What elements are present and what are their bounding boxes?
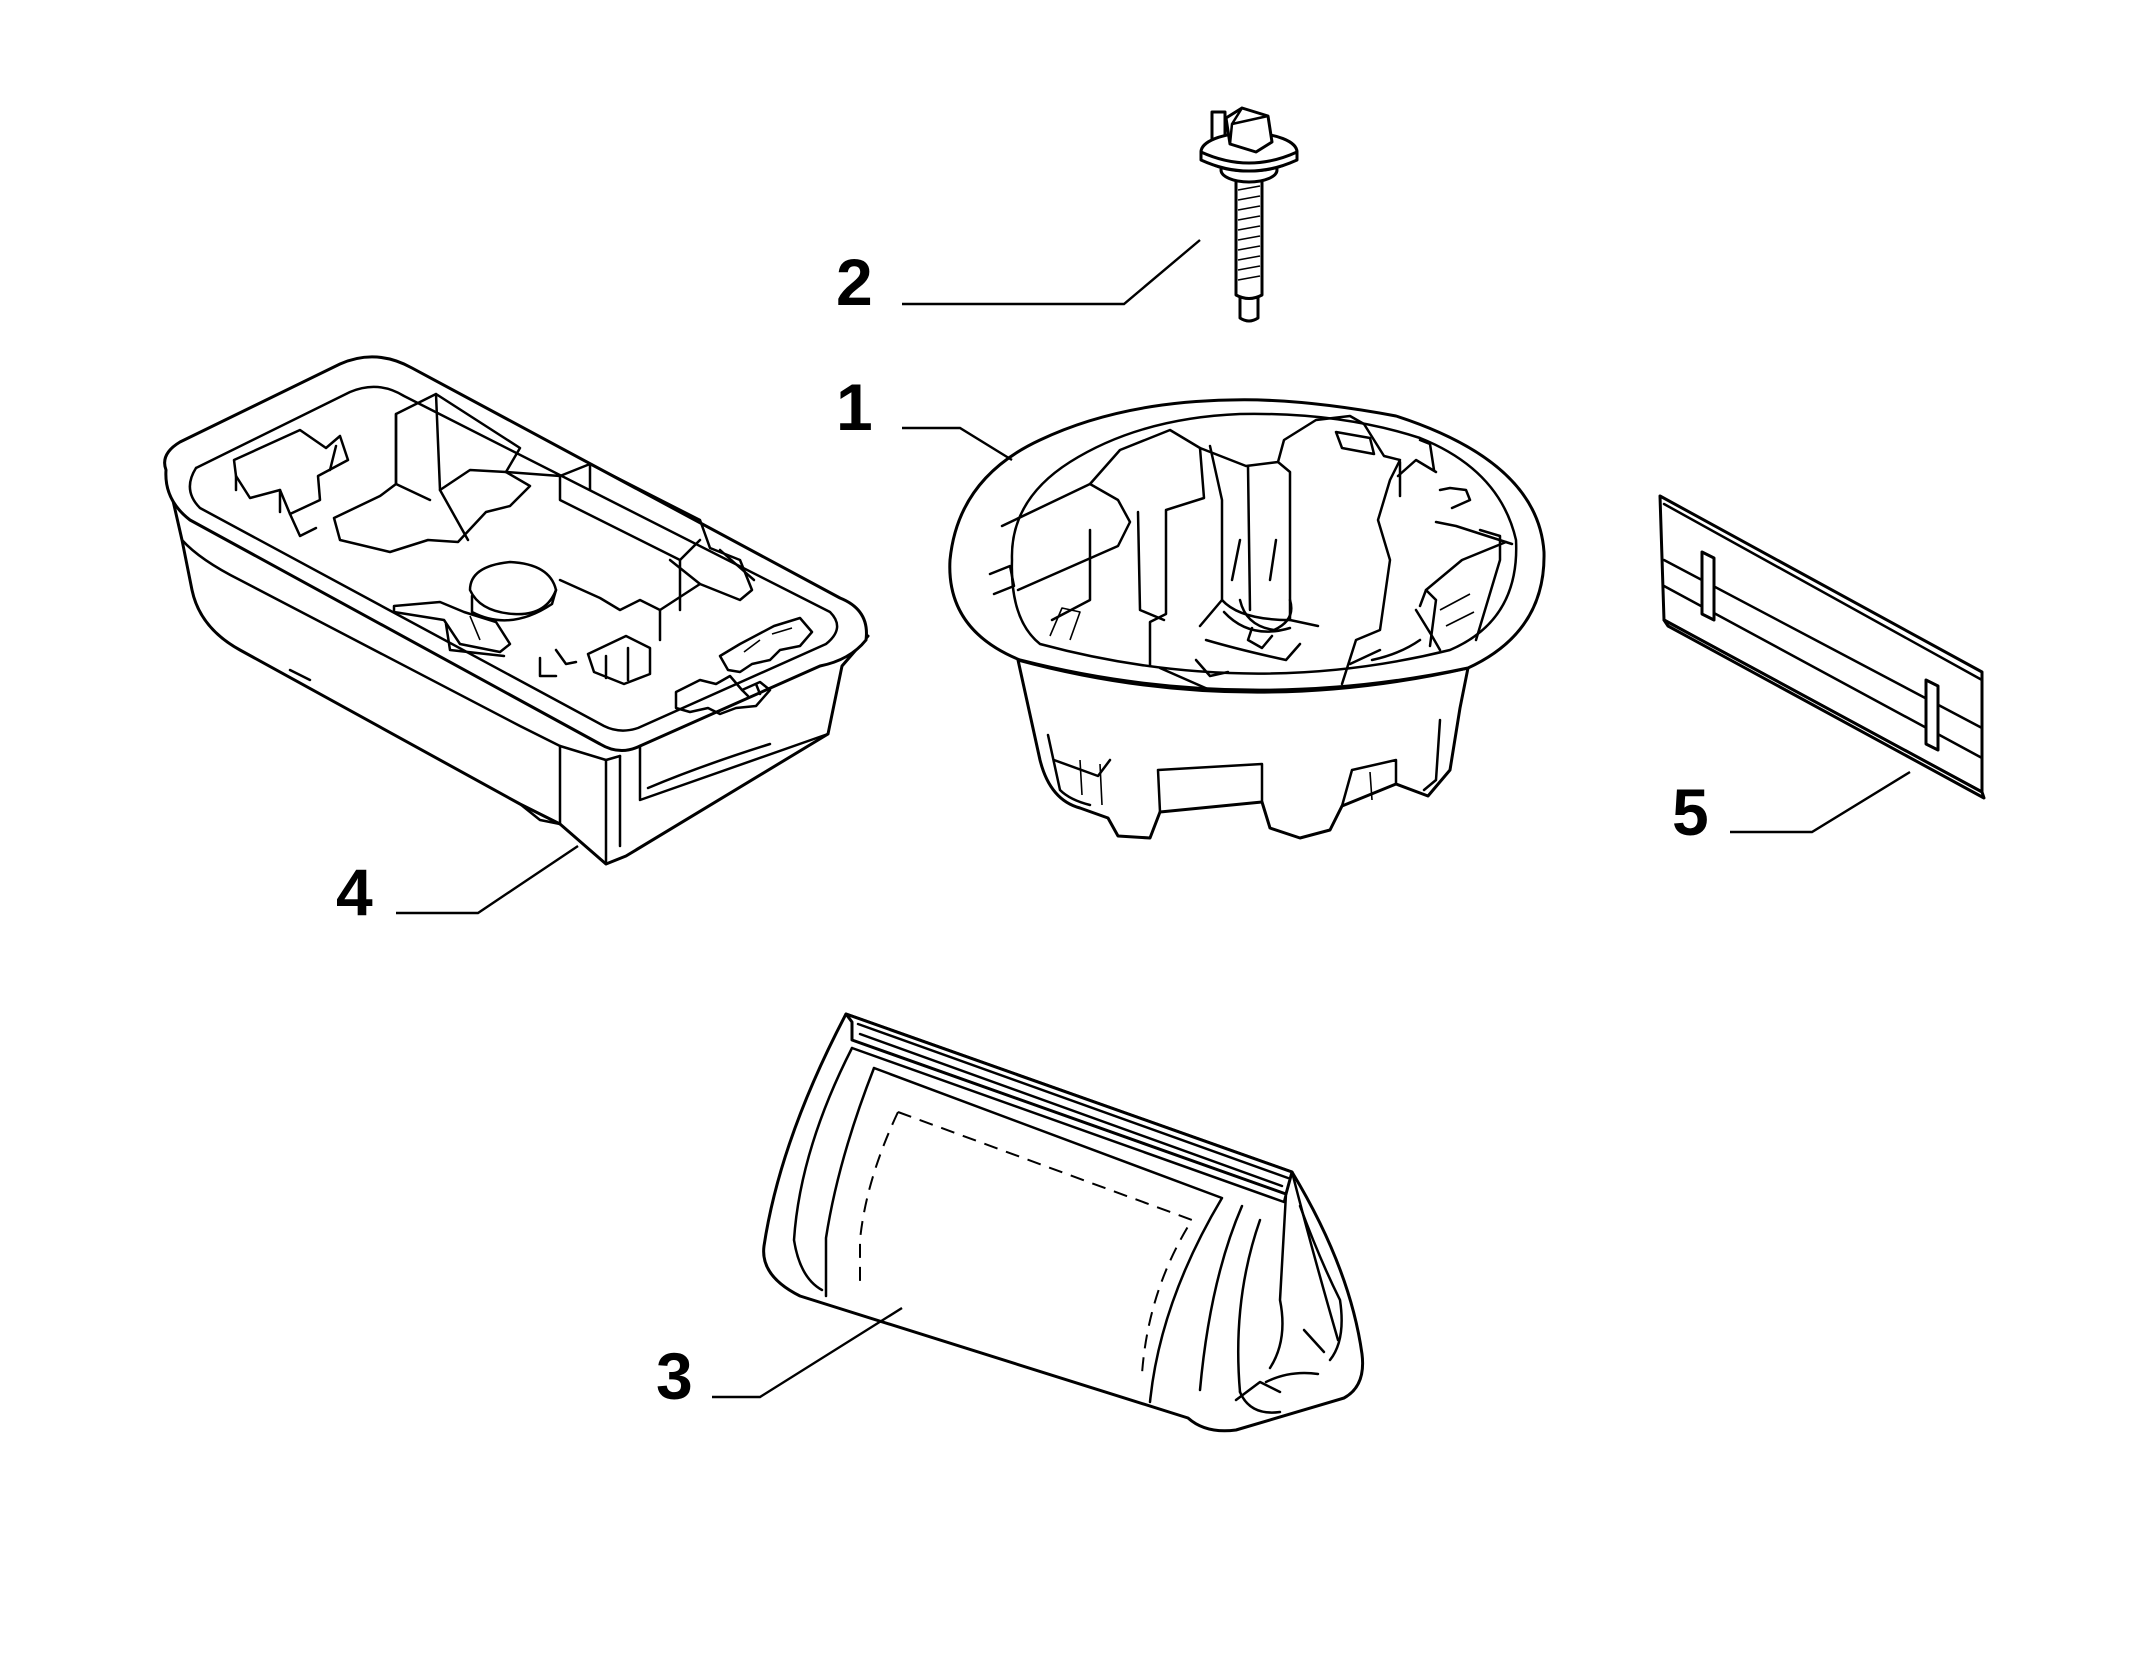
leader-3 [712, 1306, 903, 1399]
part-1-round-tray [948, 398, 1546, 840]
leader-5 [1730, 770, 1911, 834]
callout-4: 4 [336, 845, 579, 929]
part-5-label [1658, 494, 1986, 800]
leader-2 [902, 239, 1201, 306]
leader-1 [902, 426, 1013, 462]
callout-4-number: 4 [336, 855, 373, 929]
callout-2: 2 [836, 239, 1201, 319]
part-3-bag [762, 1012, 1365, 1433]
callout-5: 5 [1672, 770, 1911, 849]
callout-1-number: 1 [836, 370, 873, 444]
callout-5-number: 5 [1672, 775, 1709, 849]
leader-4 [396, 845, 579, 915]
part-4-rect-tray [163, 355, 870, 866]
callout-2-number: 2 [836, 245, 873, 319]
callout-3-number: 3 [656, 1339, 693, 1413]
callout-1: 1 [836, 370, 1013, 462]
callout-3: 3 [656, 1306, 903, 1413]
part-2-bolt [1199, 106, 1299, 323]
